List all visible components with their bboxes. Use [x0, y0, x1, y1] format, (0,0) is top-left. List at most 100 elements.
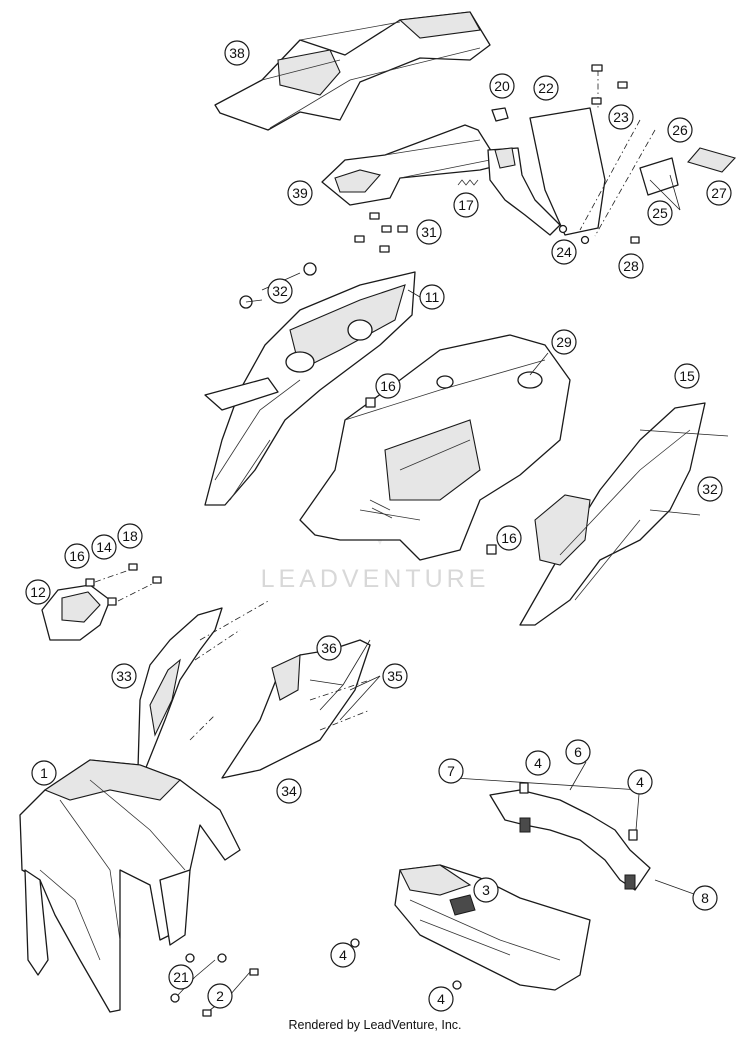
svg-text:26: 26 — [672, 122, 688, 138]
svg-text:6: 6 — [574, 744, 582, 760]
part-26-bracket — [639, 157, 679, 196]
svg-text:15: 15 — [679, 368, 695, 384]
footer-credit: Rendered by LeadVenture, Inc. — [288, 1018, 462, 1032]
part-6-bracket — [454, 777, 706, 899]
parts-21-2 — [170, 953, 259, 1017]
clip-16c — [486, 544, 497, 555]
callout-24: 24 — [551, 239, 577, 265]
svg-text:4: 4 — [437, 991, 445, 1007]
svg-text:33: 33 — [116, 668, 132, 684]
svg-text:25: 25 — [652, 205, 668, 221]
part-29-undertray — [299, 334, 571, 561]
svg-text:34: 34 — [281, 783, 297, 799]
callout-16: 16 — [496, 525, 522, 551]
svg-text:24: 24 — [556, 244, 572, 260]
svg-text:29: 29 — [556, 334, 572, 350]
callout-8: 8 — [692, 885, 718, 911]
callout-3: 3 — [473, 877, 499, 903]
svg-text:31: 31 — [421, 224, 437, 240]
callout-21: 21 — [168, 964, 194, 990]
callout-4: 4 — [330, 942, 356, 968]
svg-text:4: 4 — [339, 947, 347, 963]
part-34-panel — [221, 639, 371, 779]
svg-text:16: 16 — [501, 530, 517, 546]
svg-text:3: 3 — [482, 882, 490, 898]
callout-33: 33 — [111, 663, 137, 689]
callout-17: 17 — [453, 192, 479, 218]
callout-4: 4 — [627, 769, 653, 795]
callout-7: 7 — [438, 758, 464, 784]
svg-text:4: 4 — [636, 774, 644, 790]
callout-27: 27 — [706, 180, 732, 206]
clip-16a — [365, 397, 376, 408]
callout-38: 38 — [224, 40, 250, 66]
callout-4: 4 — [428, 986, 454, 1012]
part-17-spring — [457, 179, 479, 186]
svg-text:11: 11 — [425, 289, 440, 305]
svg-text:17: 17 — [458, 197, 474, 213]
svg-text:36: 36 — [321, 640, 337, 656]
svg-text:23: 23 — [613, 109, 629, 125]
callout-32: 32 — [267, 278, 293, 304]
part-1-front-fender — [19, 759, 241, 1013]
part-38-rack — [214, 11, 491, 131]
screws-31 — [354, 212, 408, 253]
part-22-plate-holder — [529, 107, 606, 236]
callout-6: 6 — [565, 739, 591, 765]
part-3-headlight-housing — [350, 864, 591, 991]
callout-20: 20 — [489, 73, 515, 99]
callout-1: 1 — [31, 760, 57, 786]
part-27-reflector — [687, 147, 737, 173]
svg-text:16: 16 — [380, 378, 396, 394]
callout-26: 26 — [667, 117, 693, 143]
screws-23 — [579, 64, 656, 237]
part-15-side-panel — [519, 402, 729, 626]
svg-text:12: 12 — [30, 584, 46, 600]
part-12-cover — [41, 563, 162, 641]
svg-text:35: 35 — [387, 668, 403, 684]
svg-text:20: 20 — [494, 78, 510, 94]
svg-text:27: 27 — [711, 185, 727, 201]
part-39-rack — [321, 124, 501, 206]
svg-text:22: 22 — [538, 80, 554, 96]
callout-11: 11 — [419, 284, 445, 310]
svg-text:2: 2 — [216, 988, 224, 1004]
license-bracket — [487, 147, 561, 236]
callout-14: 14 — [91, 534, 117, 560]
callout-39: 39 — [287, 180, 313, 206]
callout-22: 22 — [533, 75, 559, 101]
callout-25: 25 — [647, 200, 673, 226]
callout-34: 34 — [276, 778, 302, 804]
callout-15: 15 — [674, 363, 700, 389]
svg-text:1: 1 — [40, 765, 48, 781]
callout-16: 16 — [64, 543, 90, 569]
callout-16: 16 — [375, 373, 401, 399]
nut-24 — [558, 224, 568, 234]
svg-text:7: 7 — [447, 763, 455, 779]
part-33-panel — [137, 599, 271, 771]
screw-28 — [630, 236, 640, 244]
callout-4: 4 — [525, 750, 551, 776]
part-20-clip — [491, 107, 509, 122]
svg-text:8: 8 — [701, 890, 709, 906]
svg-text:16: 16 — [69, 548, 85, 564]
svg-text:18: 18 — [122, 528, 138, 544]
svg-text:28: 28 — [623, 258, 639, 274]
watermark: LEADVENTURE — [261, 565, 490, 593]
callout-29: 29 — [551, 329, 577, 355]
svg-text:32: 32 — [702, 481, 718, 497]
nut-24b — [580, 235, 590, 245]
svg-text:4: 4 — [534, 755, 542, 771]
svg-text:32: 32 — [272, 283, 288, 299]
callout-2: 2 — [207, 983, 233, 1009]
svg-text:14: 14 — [96, 539, 112, 555]
svg-text:38: 38 — [229, 45, 245, 61]
callout-32: 32 — [697, 476, 723, 502]
callout-12: 12 — [25, 579, 51, 605]
callout-28: 28 — [618, 253, 644, 279]
svg-text:21: 21 — [173, 969, 189, 985]
callout-35: 35 — [382, 663, 408, 689]
callout-36: 36 — [316, 635, 342, 661]
callout-18: 18 — [117, 523, 143, 549]
